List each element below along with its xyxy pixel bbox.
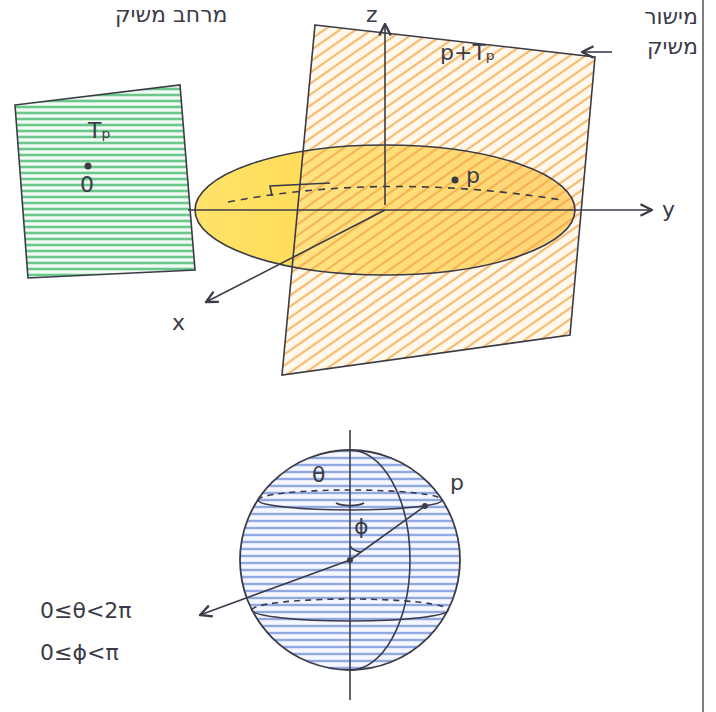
heading-note: מישור משיק [600,2,698,62]
tangent-space-box: Tₚ 0 [10,80,200,285]
ellipsoid-back-curve [228,186,562,202]
sphere [240,450,460,670]
node-label: θ [312,462,325,487]
page-divider [702,0,704,712]
tangent-space-sheet [15,85,195,278]
node-label: p [450,470,464,495]
sphere-axis [349,430,351,700]
node-label: Tₚ [88,118,111,143]
latitude-back [258,490,442,500]
sphere-x-axis [200,560,350,615]
heading-note: מרחב משיק [115,2,228,27]
z-axis [384,24,386,205]
ellipsoid-outline [195,145,575,275]
center-dot [347,557,353,563]
node-label: p+Tₚ [440,40,495,65]
point-dot [452,177,459,184]
tangent-plane-box: p+Tₚ p [260,15,605,385]
node-label: 0 [80,172,94,197]
node-label: p [466,163,480,188]
pointer-arrow [582,51,612,53]
range-note: 0≤ϕ<π [40,640,119,665]
sphere-node: θ ϕ p [238,448,473,672]
latitude-front [258,500,442,510]
range-note: 0≤θ<2π [40,598,132,623]
meridian [350,450,410,670]
node-shape [238,448,473,672]
latitude2-back [252,599,448,610]
theta-arc [336,503,364,506]
x-axis [206,210,385,302]
phi-arc [350,546,361,552]
radius-line [350,506,425,560]
y-axis [188,209,652,211]
axis-label: z [366,2,378,27]
plane-edge [270,183,330,196]
sphere-point [422,503,428,509]
latitude2-front [252,610,448,621]
node-shape [260,15,605,385]
axis-label: x [172,310,185,335]
tangent-plane [282,25,595,375]
origin-dot [85,163,92,170]
node-label: ϕ [354,514,369,539]
axis-label: y [662,197,675,222]
node-shape [10,80,200,285]
